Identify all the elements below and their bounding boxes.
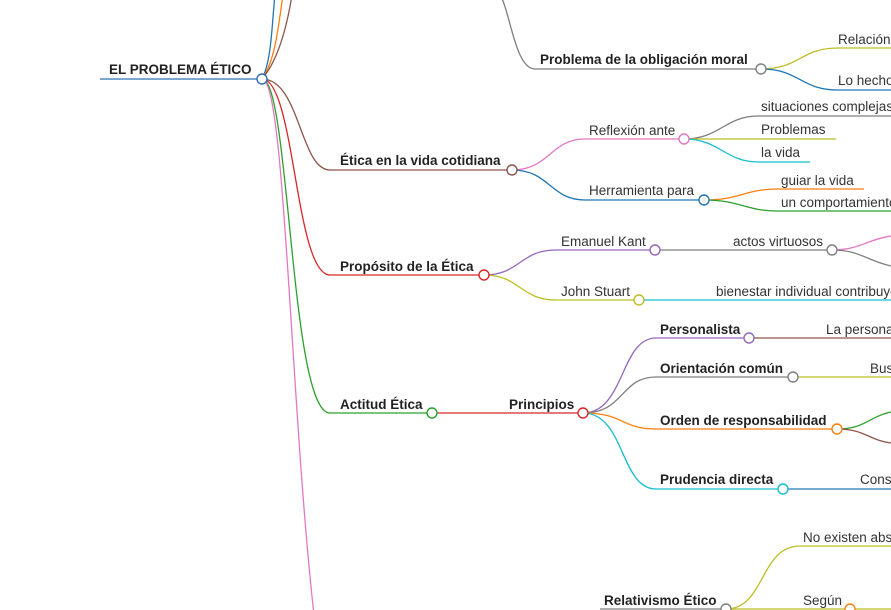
edge-reflexion-vida xyxy=(683,138,810,163)
relativismo-child-segun: Según xyxy=(803,593,842,608)
obligacion-branch: Problema de la obligación moral Relación… xyxy=(501,0,891,91)
root-label: EL PROBLEMA ÉTICO xyxy=(109,62,252,77)
edge-herramienta-comportamiento xyxy=(703,199,891,212)
kant-child-actos: actos virtuosos xyxy=(733,234,823,249)
kant-label: Emanuel Kant xyxy=(561,234,646,249)
actitud-label: Actitud Ética xyxy=(340,397,423,412)
orientacion-node-circle[interactable] xyxy=(787,371,799,383)
edge-reflexion-situaciones xyxy=(683,115,891,140)
edge-obligacion-hecho xyxy=(760,68,891,91)
orientacion-label: Orientación común xyxy=(660,361,783,376)
relativismo-child-noexisten: No existen abs xyxy=(803,530,891,545)
actos-node-circle[interactable] xyxy=(826,244,838,256)
reflexion-child-situaciones: situaciones complejas xyxy=(761,99,891,114)
edge-root-cotidiana xyxy=(261,78,512,171)
root-branches-down xyxy=(261,78,512,610)
kant-node-circle[interactable] xyxy=(649,244,661,256)
obligacion-child-relacion: Relación xyxy=(838,32,891,47)
personalista-label: Personalista xyxy=(660,322,741,337)
herramienta-child-comportamiento: un comportamiento xyxy=(781,195,891,210)
relativismo-label: Relativismo Ético xyxy=(604,593,717,608)
edge-cotidiana-herramienta xyxy=(511,169,704,201)
principios-node-circle[interactable] xyxy=(577,407,589,419)
reflexion-child-vida: la vida xyxy=(761,145,801,160)
principios-label: Principios xyxy=(509,397,574,412)
segun-node-circle[interactable] xyxy=(844,603,856,610)
prudencia-label: Prudencia directa xyxy=(660,472,774,487)
edge-actos-down xyxy=(831,249,891,267)
personalista-child: La persona xyxy=(826,322,891,337)
cotidiana-node-circle[interactable] xyxy=(506,164,518,176)
stuart-child-bienestar: bienestar individual contribuye xyxy=(716,284,891,299)
actitud-node-circle[interactable] xyxy=(426,407,438,419)
reflexion-node-circle[interactable] xyxy=(678,133,690,145)
herramienta-node-circle[interactable] xyxy=(698,194,710,206)
obligacion-node-circle[interactable] xyxy=(755,63,767,75)
edge-principios-prudencia xyxy=(582,412,783,490)
edge-principios-orden xyxy=(582,412,837,430)
relativismo-node-circle[interactable] xyxy=(720,603,732,610)
reflexion-label: Reflexión ante xyxy=(589,123,675,138)
edge-principios-personalista xyxy=(582,337,749,414)
edge-root-actitud xyxy=(261,78,432,414)
obligacion-child-hecho: Lo hecho xyxy=(838,73,891,88)
edge-root-down-pink xyxy=(261,78,315,610)
edge-cotidiana-reflexion xyxy=(511,138,684,171)
reflexion-child-problemas: Problemas xyxy=(761,122,826,137)
edge-relativismo-noexisten xyxy=(725,545,891,610)
root-node-circle[interactable] xyxy=(256,73,268,85)
edge-obligacion-up xyxy=(501,0,761,70)
obligacion-label: Problema de la obligación moral xyxy=(540,52,748,67)
orden-node-circle[interactable] xyxy=(831,423,843,435)
cotidiana-branch: Ética en la vida cotidiana Reflexión ant… xyxy=(340,99,891,212)
prudencia-node-circle[interactable] xyxy=(777,483,789,495)
edge-actos-up xyxy=(831,235,891,251)
root-node: EL PROBLEMA ÉTICO xyxy=(100,62,262,80)
orientacion-child: Bus xyxy=(870,361,891,376)
root-branches-up xyxy=(261,0,292,80)
actitud-branch: Actitud Ética Principios Personalista La… xyxy=(340,322,891,495)
herramienta-label: Herramienta para xyxy=(589,183,695,198)
relativismo-branch: Relativismo Ético No existen abs Según xyxy=(600,530,891,610)
proposito-node-circle[interactable] xyxy=(478,269,490,281)
proposito-branch: Propósito de la Ética Emanuel Kant actos… xyxy=(340,234,891,306)
edge-root-proposito xyxy=(261,78,484,276)
prudencia-child: Cons xyxy=(860,472,891,487)
edge-principios-orientacion xyxy=(582,376,793,414)
edge-proposito-stuart xyxy=(483,274,639,301)
stuart-node-circle[interactable] xyxy=(633,294,645,306)
proposito-label: Propósito de la Ética xyxy=(340,259,474,274)
stuart-label: John Stuart xyxy=(561,284,630,299)
edge-obligacion-relacion xyxy=(760,47,891,70)
herramienta-child-guiar: guiar la vida xyxy=(781,173,854,188)
personalista-node-circle[interactable] xyxy=(743,332,755,344)
edge-orden-down xyxy=(836,428,891,444)
edge-orden-up xyxy=(836,411,891,430)
edge-proposito-kant xyxy=(483,249,655,276)
edge-herramienta-guiar xyxy=(703,188,864,201)
orden-label: Orden de responsabilidad xyxy=(660,413,827,428)
cotidiana-label: Ética en la vida cotidiana xyxy=(340,153,501,168)
